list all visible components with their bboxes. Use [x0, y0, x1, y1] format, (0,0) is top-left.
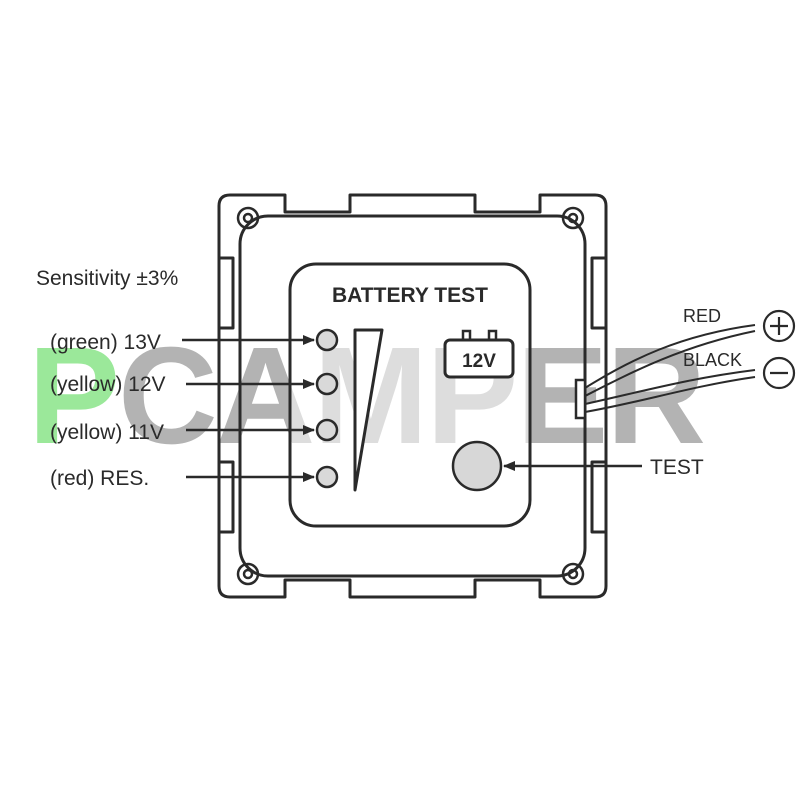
- plus-icon: [762, 309, 796, 343]
- black-wire-label: BLACK: [683, 350, 742, 370]
- level-wedge-icon: [353, 328, 384, 492]
- red-wire: [584, 324, 756, 389]
- led-11v: [315, 418, 339, 442]
- watermark-letter-p: P: [28, 319, 120, 473]
- screw-hole-icon: [236, 562, 260, 586]
- indicator-label-res: (red) RES.: [50, 467, 149, 490]
- indicator-arrows: [182, 335, 315, 482]
- battery-voltage-label: 12V: [462, 351, 496, 372]
- red-wire-label: RED: [683, 306, 721, 326]
- led-13v: [315, 328, 339, 352]
- minus-icon: [762, 356, 796, 390]
- black-wire: [584, 369, 756, 405]
- test-button[interactable]: [451, 440, 503, 492]
- screw-hole-icon: [236, 206, 260, 230]
- sensitivity-label: Sensitivity ±3%: [36, 267, 178, 290]
- led-res: [315, 465, 339, 489]
- wires: [584, 324, 756, 413]
- panel-title: BATTERY TEST: [332, 284, 488, 307]
- indicator-label-13v: (green) 13V: [50, 331, 161, 354]
- led-indicators: [315, 328, 339, 489]
- indicator-label-11v: (yellow) 11V: [50, 421, 164, 444]
- wire-connector: [574, 378, 587, 420]
- screw-hole-icon: [561, 562, 585, 586]
- screw-hole-icon: [561, 206, 585, 230]
- indicator-label-12v: (yellow) 12V: [50, 373, 166, 396]
- battery-icon: 12V: [443, 329, 515, 379]
- test-label: TEST: [650, 456, 704, 479]
- led-12v: [315, 372, 339, 396]
- mounting-frame: [217, 193, 608, 599]
- screw-holes: [236, 206, 585, 586]
